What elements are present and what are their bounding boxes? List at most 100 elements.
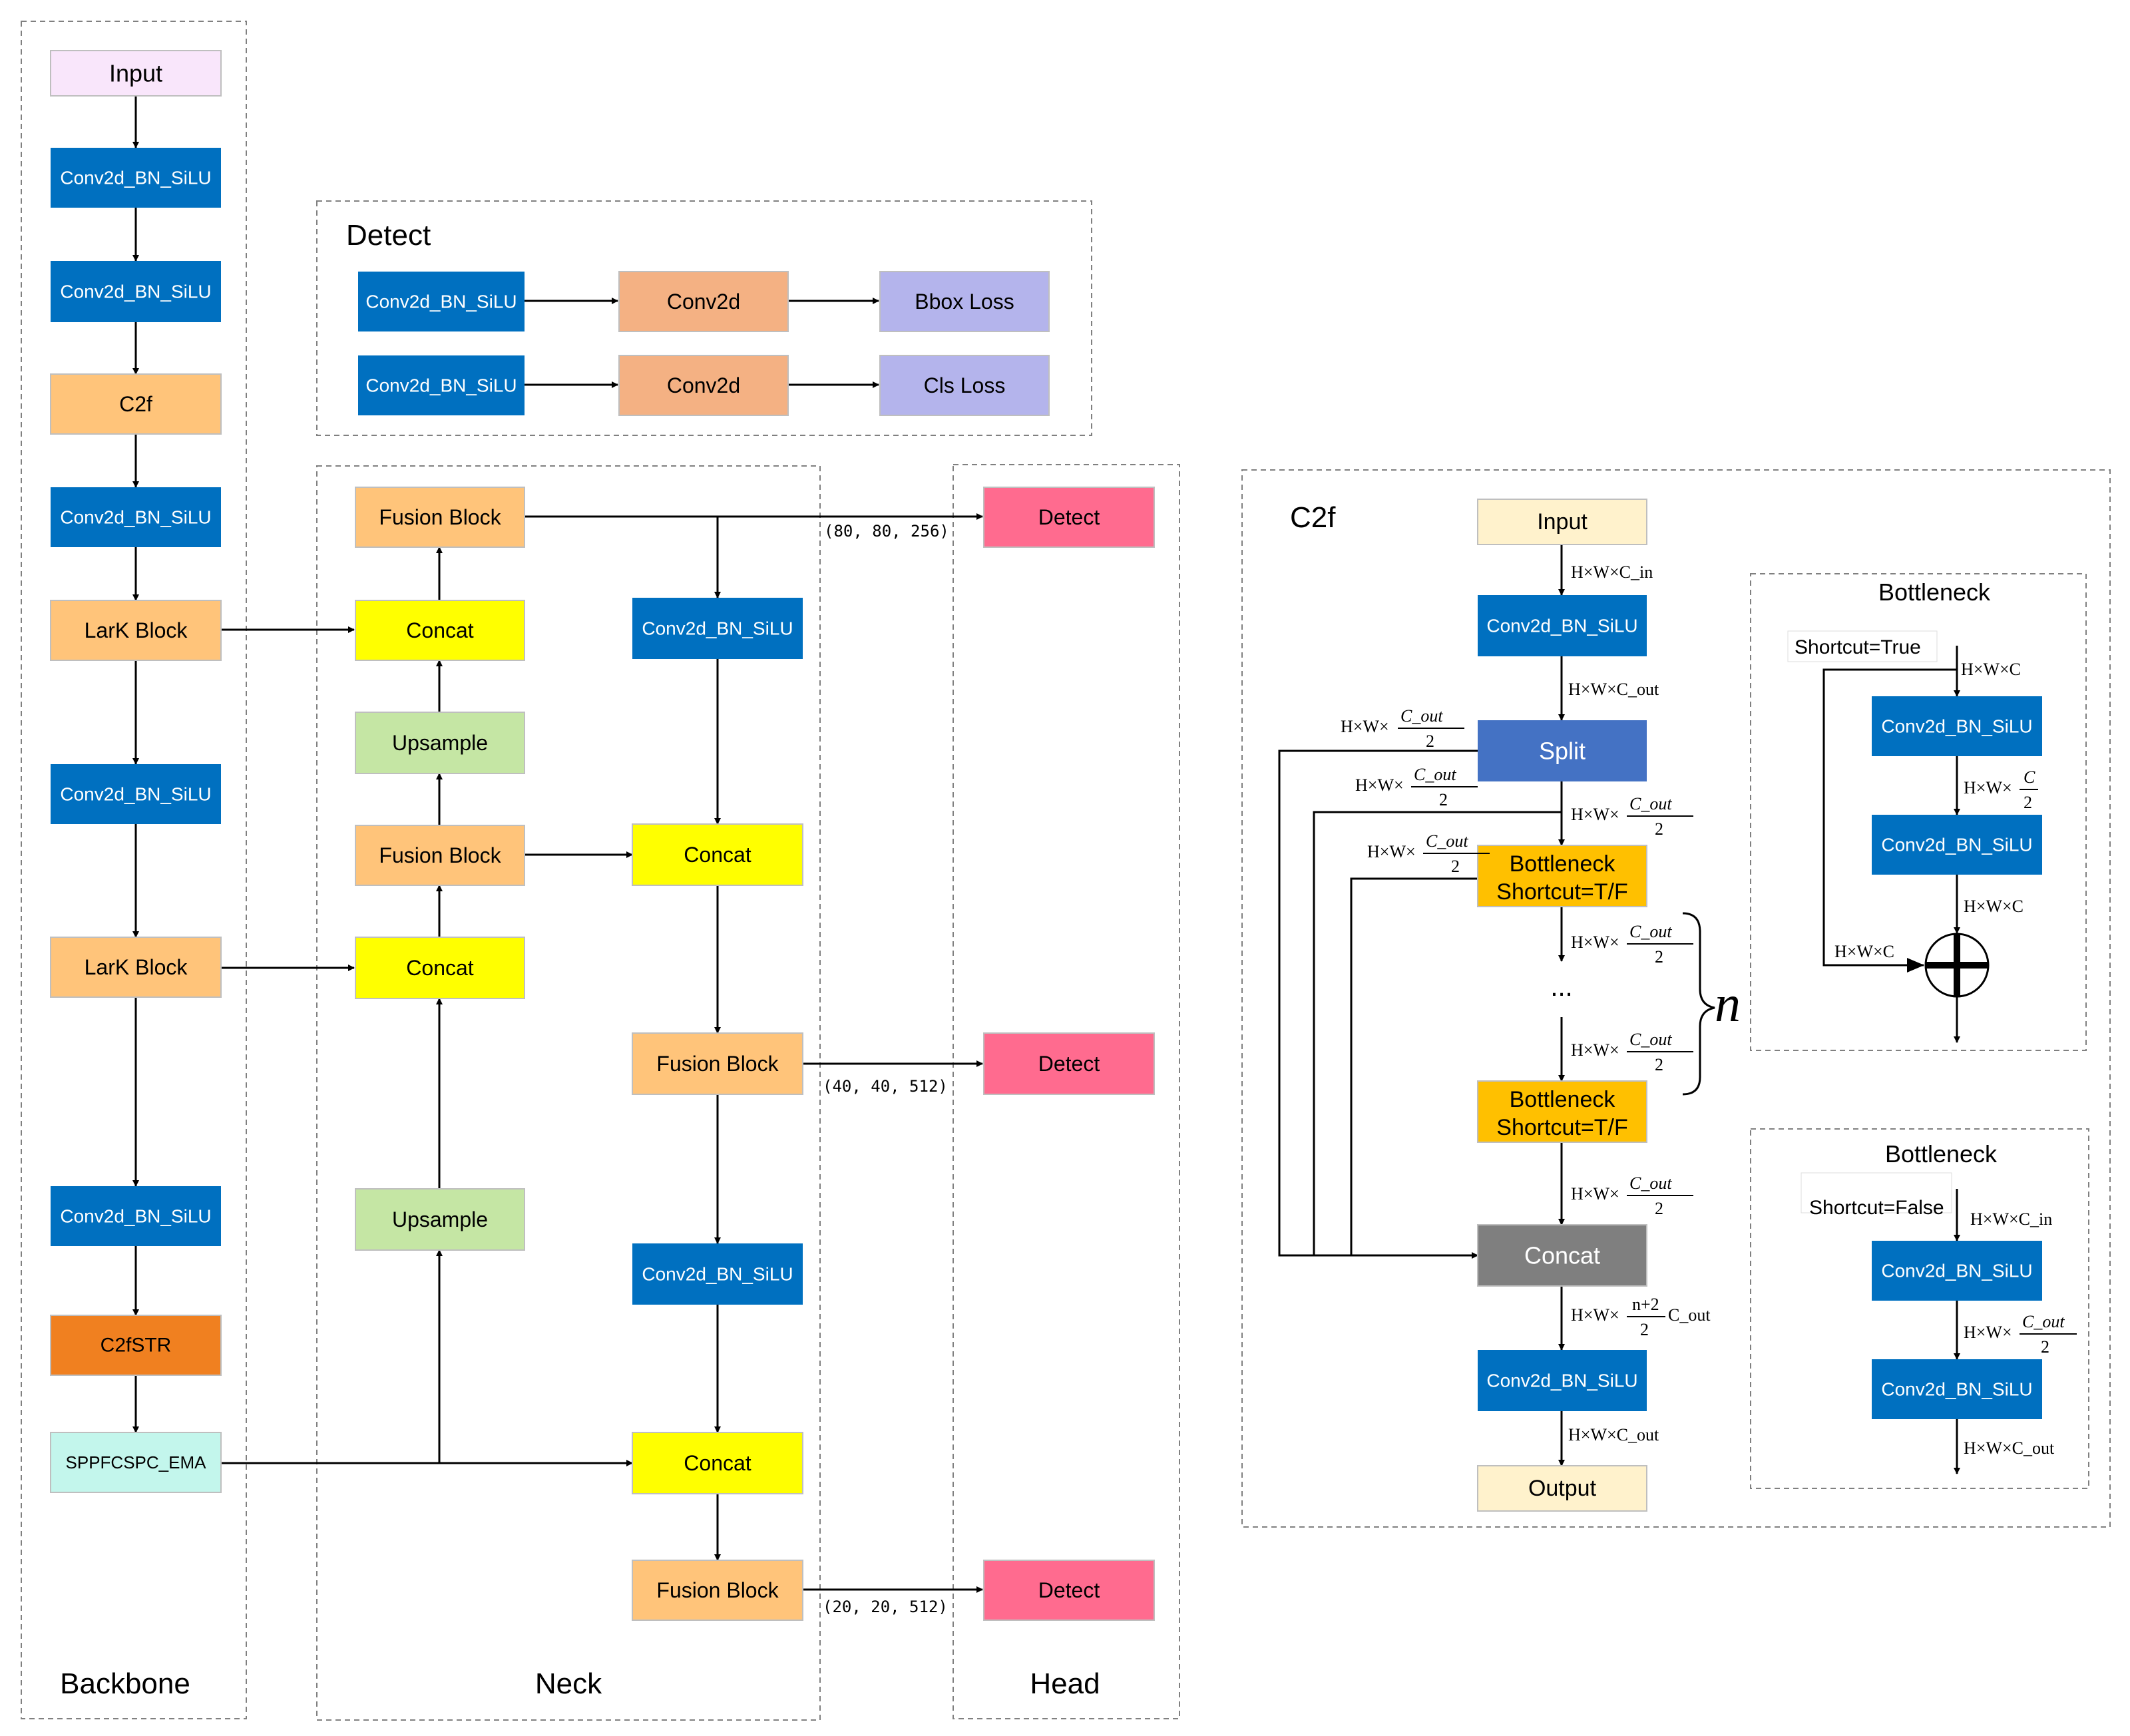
shape-label-1: (80, 80, 256) xyxy=(824,522,949,541)
backbone-conv5: Conv2d_BN_SiLU xyxy=(51,1186,221,1246)
neck-concat-r1-rect xyxy=(632,823,803,886)
detect-conv-a-rect xyxy=(358,272,525,331)
frac-right-4: H×W× C_out 2 xyxy=(1571,1174,1693,1218)
bt-conv2-label: Conv2d_BN_SiLU xyxy=(1881,835,2032,855)
lbl-bt-hwc2: H×W×C xyxy=(1964,897,2024,916)
svg-text:H×W×: H×W× xyxy=(1571,805,1619,824)
neck-conv-r1-rect xyxy=(632,598,803,659)
bt-conv1-label: Conv2d_BN_SiLU xyxy=(1881,716,2032,737)
frac-left-3: H×W× C_out 2 xyxy=(1367,831,1490,876)
detect-cls-loss-rect xyxy=(879,355,1050,416)
backbone-conv3-label: Conv2d_BN_SiLU xyxy=(60,507,211,528)
svg-text:H×W×: H×W× xyxy=(1571,1305,1619,1325)
bottleneck-true-title: Bottleneck xyxy=(1878,578,1991,606)
c2f-conv1: Conv2d_BN_SiLU xyxy=(1478,595,1647,656)
backbone-conv1-label: Conv2d_BN_SiLU xyxy=(60,168,211,188)
connectors xyxy=(132,96,1960,1593)
skip-split-concat xyxy=(1278,750,1478,1259)
shortcut-false-bg xyxy=(1801,1172,1952,1213)
bottleneck-true-panel xyxy=(1750,573,2087,1051)
backbone-c2fstr-rect xyxy=(50,1315,222,1376)
svg-text:H×W×: H×W× xyxy=(1571,933,1619,952)
shortcut-true-label: Shortcut=True xyxy=(1795,636,1921,658)
neck-upsample1-label: Upsample xyxy=(392,731,488,755)
svg-text:2: 2 xyxy=(1426,732,1434,751)
backbone-lark1-label: LarK Block xyxy=(85,618,188,642)
bf-conv1-rect xyxy=(1872,1241,2042,1301)
c2f-conv2: Conv2d_BN_SiLU xyxy=(1478,1350,1647,1411)
neck-conv-r2-rect xyxy=(632,1243,803,1305)
neck-upsample1: Upsample xyxy=(355,712,525,774)
backbone-conv2: Conv2d_BN_SiLU xyxy=(51,261,221,322)
add-icon xyxy=(1924,933,1990,998)
dashed-panels xyxy=(21,21,2111,1721)
skip-b1-concat xyxy=(1350,877,1478,1255)
svg-text:C_out: C_out xyxy=(1629,1030,1672,1049)
c2f-panel xyxy=(1241,469,2111,1528)
head-detect3-label: Detect xyxy=(1038,1578,1100,1602)
c2f-conv1-label: Conv2d_BN_SiLU xyxy=(1486,616,1637,636)
svg-text:2: 2 xyxy=(2041,1337,2049,1357)
backbone-sppf: SPPFCSPC_EMA xyxy=(50,1432,222,1493)
svg-text:2: 2 xyxy=(1655,1055,1663,1074)
backbone-lark2-rect xyxy=(50,937,222,998)
frac-right-nplus2: H×W× n+2 2 C_out xyxy=(1571,1295,1711,1339)
detect-cls-loss: Cls Loss xyxy=(879,355,1050,416)
frac-left-2: H×W× C_out 2 xyxy=(1355,765,1478,809)
c2f-bottleneck2-label-1: Bottleneck xyxy=(1510,1087,1616,1112)
head-detect2-rect xyxy=(983,1032,1155,1095)
backbone-lark2-label: LarK Block xyxy=(85,955,188,979)
svg-text:2: 2 xyxy=(1640,1320,1649,1339)
neck-upsample2-rect xyxy=(355,1188,525,1251)
neck-concat1: Concat xyxy=(355,600,525,661)
neck-concat2: Concat xyxy=(355,937,525,999)
bf-conv1: Conv2d_BN_SiLU xyxy=(1872,1241,2042,1301)
detect-cls-loss-label: Cls Loss xyxy=(924,373,1006,397)
head-detect2: Detect xyxy=(983,1032,1155,1095)
c2f-dots: ... xyxy=(1550,973,1572,1002)
frac-left-1: H×W× C_out 2 xyxy=(1341,706,1464,751)
detect-bbox-loss: Bbox Loss xyxy=(879,271,1050,332)
neck-conv-r1: Conv2d_BN_SiLU xyxy=(632,598,803,659)
shortcut-true-bg xyxy=(1787,630,1938,662)
svg-text:H×W×: H×W× xyxy=(1964,778,2012,797)
backbone-sppf-rect xyxy=(50,1432,222,1493)
c2f-conv2-label: Conv2d_BN_SiLU xyxy=(1486,1371,1637,1391)
backbone-conv1-rect xyxy=(51,148,221,208)
backbone-input-label: Input xyxy=(109,60,162,87)
backbone-c2fstr: C2fSTR xyxy=(50,1315,222,1376)
neck-fusion1: Fusion Block xyxy=(355,487,525,548)
bf-conv2-rect xyxy=(1872,1359,2042,1419)
neck-conv-r1-label: Conv2d_BN_SiLU xyxy=(642,618,793,639)
shape-label-2: (40, 40, 512) xyxy=(823,1077,948,1096)
bottleneck-false-panel xyxy=(1750,1128,2089,1489)
backbone-conv3-rect xyxy=(51,487,221,547)
detect-conv-a-label: Conv2d_BN_SiLU xyxy=(365,292,517,312)
backbone-lark1-rect xyxy=(50,600,222,661)
neck-fusion-r1: Fusion Block xyxy=(632,1032,803,1095)
bottleneck-false-title: Bottleneck xyxy=(1885,1140,1998,1168)
c2f-bottleneck1-label-1: Bottleneck xyxy=(1510,851,1616,877)
backbone-input: Input xyxy=(50,50,222,97)
neck-fusion-r2-rect xyxy=(632,1560,803,1621)
c2f-concat-rect xyxy=(1477,1224,1647,1287)
frac-bt: H×W× C 2 xyxy=(1964,767,2038,812)
svg-text:2: 2 xyxy=(2024,793,2032,812)
svg-text:2: 2 xyxy=(1451,857,1460,876)
detect-conv2d-a-rect xyxy=(618,271,789,332)
neck-concat2-label: Concat xyxy=(406,956,474,980)
lbl-bf-hwcout: H×W×C_out xyxy=(1964,1438,2055,1458)
neck-panel xyxy=(316,465,821,1721)
backbone-lark2: LarK Block xyxy=(50,937,222,998)
frac-bf: H×W× C_out 2 xyxy=(1964,1312,2077,1357)
neck-upsample2: Upsample xyxy=(355,1188,525,1251)
bt-conv1: Conv2d_BN_SiLU xyxy=(1872,696,2042,756)
svg-text:2: 2 xyxy=(1655,1199,1663,1218)
frac-right-2: H×W× C_out 2 xyxy=(1571,922,1693,967)
c2f-input-label: Input xyxy=(1537,509,1588,535)
backbone-input-rect xyxy=(50,50,222,97)
backbone-panel xyxy=(21,21,247,1719)
svg-text:C_out: C_out xyxy=(1629,794,1672,813)
